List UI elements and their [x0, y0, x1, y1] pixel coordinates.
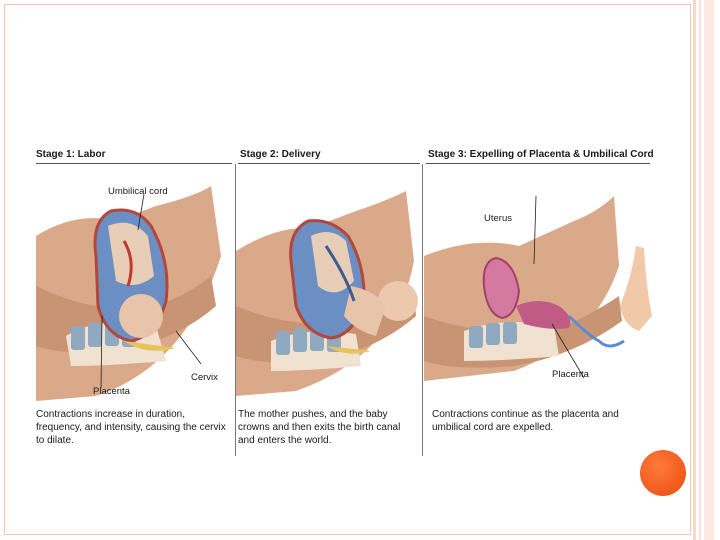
orange-circle-decoration: [640, 450, 686, 496]
stage-3-rule: [426, 163, 650, 164]
uterus-label: Uterus: [484, 213, 512, 224]
birth-stages-figure: Stage 1: Labor Umbilical cord Placenta C…: [36, 146, 656, 456]
decorative-edge-bar: [704, 0, 714, 540]
stage-1-title: Stage 1: Labor: [36, 149, 105, 160]
cervix-label: Cervix: [191, 372, 218, 383]
stage-3-caption: Contractions continue as the placenta an…: [432, 408, 654, 434]
stage-3-title: Stage 3: Expelling of Placenta & Umbilic…: [428, 149, 654, 160]
stage-3-illustration: [424, 166, 652, 406]
placenta-label-stage-3: Placenta: [552, 369, 589, 380]
stage-2-rule: [238, 163, 420, 164]
umbilical-cord-label: Umbilical cord: [108, 186, 168, 197]
stage-2-title: Stage 2: Delivery: [240, 149, 321, 160]
stage-2-illustration: [236, 166, 420, 406]
stage-1-caption: Contractions increase in duration, frequ…: [36, 408, 230, 447]
stage-2-caption: The mother pushes, and the baby crowns a…: [238, 408, 416, 447]
decorative-edge-bar: [693, 0, 696, 540]
decorative-edge-bar: [699, 0, 701, 540]
panel-divider: [422, 164, 423, 456]
placenta-label-stage-1: Placenta: [93, 386, 130, 397]
stage-1-illustration: [36, 166, 232, 406]
stage-1-rule: [36, 163, 232, 164]
